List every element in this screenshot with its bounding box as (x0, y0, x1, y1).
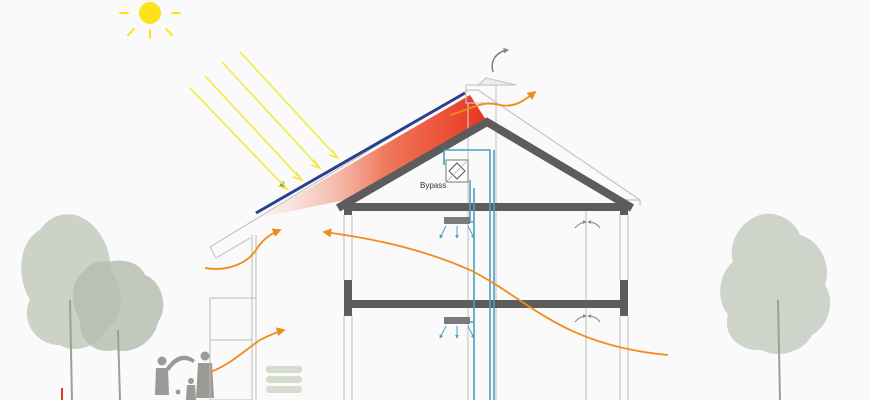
interior-vents (574, 220, 601, 323)
supply-diffuser-upper (439, 217, 475, 239)
bypass-unit (445, 159, 469, 183)
bypass-label: Bypass (420, 181, 447, 190)
supply-diffuser-lower (439, 317, 475, 339)
sun-icon (119, 2, 181, 39)
planter-stack (266, 366, 302, 393)
sun-rays (189, 51, 341, 191)
tree-right (720, 213, 831, 400)
people-silhouettes (155, 351, 214, 400)
walls-windows (343, 211, 629, 400)
roof-heat-zone (258, 95, 486, 218)
exhaust-stack (465, 77, 517, 400)
ventilation-ducts (443, 149, 495, 400)
tree-left (21, 214, 164, 400)
airflow-ground-arrow (209, 327, 286, 373)
airflow-roof-arrow (449, 90, 537, 116)
solar-panel (255, 91, 466, 215)
airflow-main-arrow (322, 228, 669, 356)
house-structure (336, 117, 635, 316)
airflow-inlet-arrow (204, 228, 282, 270)
exhaust-arrow-icon (491, 47, 510, 73)
pergola-structure (209, 235, 257, 400)
airflow-arrows (204, 90, 669, 373)
